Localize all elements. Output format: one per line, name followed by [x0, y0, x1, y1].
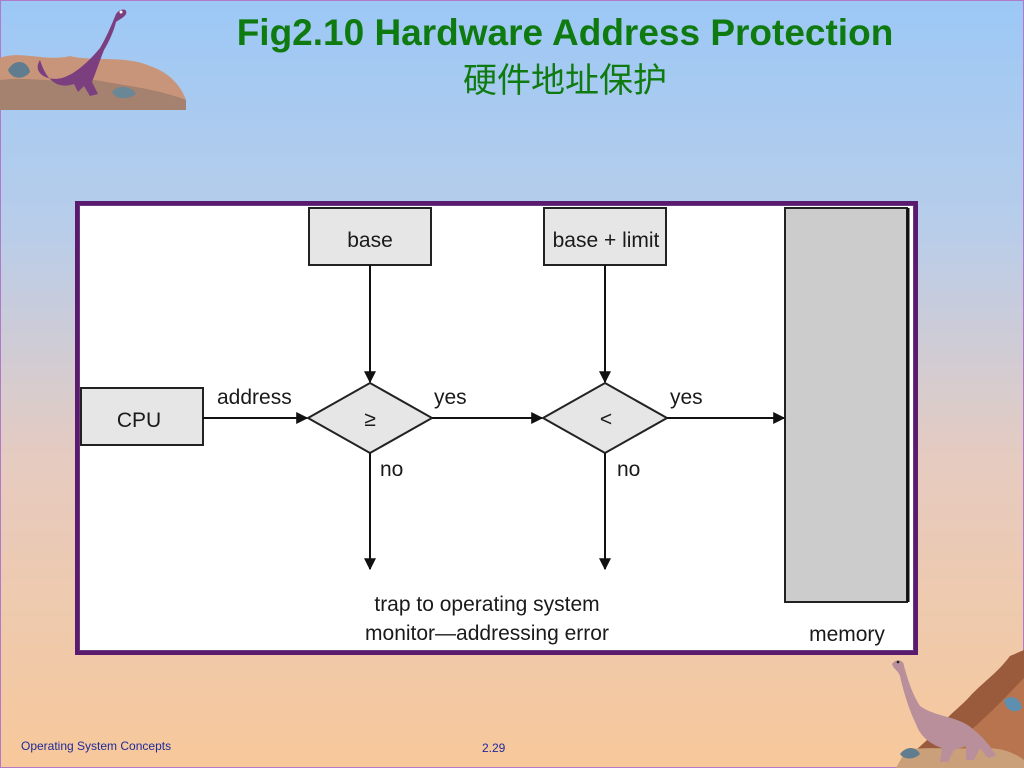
base-register-box: base: [308, 207, 432, 266]
cpu-box: CPU: [80, 387, 204, 446]
footer-course-title: Operating System Concepts: [21, 739, 172, 753]
slide-subtitle: 硬件地址保护: [463, 61, 667, 101]
trap-text-line-1: trap to operating system: [374, 593, 599, 616]
memory-block: [784, 207, 910, 603]
compare-lt-symbol: <: [600, 408, 612, 431]
no-label-1: no: [380, 458, 403, 481]
dinosaur-trex-icon: [0, 9, 186, 110]
yes-label-2: yes: [670, 386, 703, 409]
no-label-2: no: [617, 458, 640, 481]
compare-lt-diamond: <: [540, 381, 670, 455]
compare-ge-symbol: ≥: [364, 408, 376, 431]
diagram-canvas: [79, 205, 914, 651]
cpu-label: CPU: [117, 409, 161, 432]
memory-label: memory: [809, 623, 885, 646]
compare-ge-diamond: ≥: [305, 381, 435, 455]
address-protection-diagram: base base + limit CPU ≥ < address yes ye…: [80, 207, 910, 646]
address-label: address: [217, 386, 292, 409]
footer-page-number: 2.29: [482, 741, 506, 755]
base-label: base: [347, 229, 393, 252]
yes-label-1: yes: [434, 386, 467, 409]
diagram-frame: [75, 201, 918, 655]
base-limit-register-box: base + limit: [543, 207, 667, 266]
base-limit-label: base + limit: [553, 229, 660, 252]
trap-text-line-2: monitor—addressing error: [365, 622, 609, 645]
dinosaur-brontosaurus-icon: [892, 650, 1024, 768]
slide-title: Fig2.10 Hardware Address Protection: [236, 12, 894, 53]
